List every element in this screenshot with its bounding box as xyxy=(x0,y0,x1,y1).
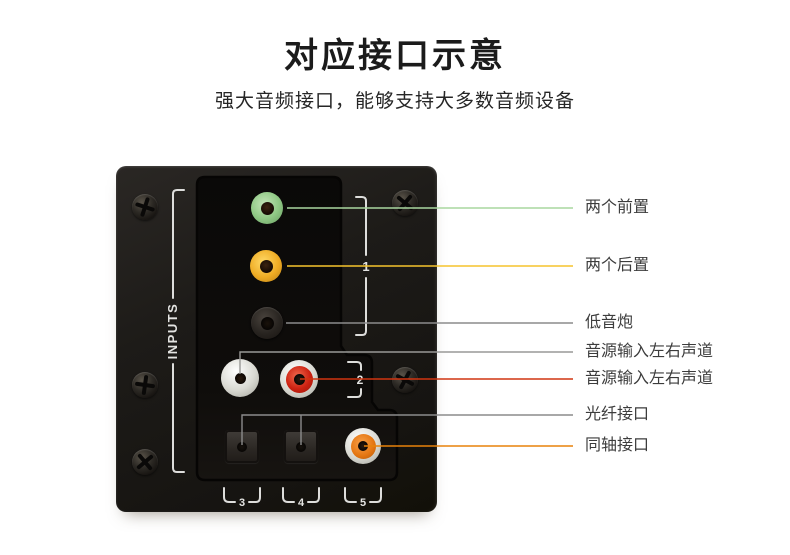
page-title: 对应接口示意 xyxy=(284,37,506,75)
rca-right-red-jack xyxy=(280,360,318,398)
group5-bracket xyxy=(344,487,382,503)
jack-hole xyxy=(260,201,274,215)
label-audio-right: 音源输入左右声道 xyxy=(585,370,714,387)
group2-bracket xyxy=(347,361,362,398)
jack-hole xyxy=(293,373,305,385)
subwoofer-jack xyxy=(251,307,283,339)
label-optical: 光纤接口 xyxy=(585,406,650,423)
screw-icon xyxy=(392,190,418,216)
device-rear-panel xyxy=(116,166,437,512)
group3-bracket xyxy=(223,487,261,503)
rear-speakers-jack xyxy=(250,250,282,282)
leader-optical xyxy=(241,414,573,445)
jack-hole xyxy=(237,441,247,452)
label-audio-left: 音源输入左右声道 xyxy=(585,343,714,360)
label-front: 两个前置 xyxy=(585,199,650,216)
rca-left-white-jack xyxy=(221,359,259,397)
leader-rca-white xyxy=(239,351,573,374)
jack-hole xyxy=(260,316,274,330)
screw-icon xyxy=(132,449,158,475)
jack-ring xyxy=(227,365,254,392)
inputs-label: INPUTS xyxy=(165,303,180,360)
label-coaxial: 同轴接口 xyxy=(585,437,650,454)
jack-hole xyxy=(259,259,273,273)
jack-hole xyxy=(234,372,246,384)
group5-number: 5 xyxy=(360,497,366,509)
group3-number: 3 xyxy=(239,497,245,509)
panel-recess xyxy=(195,175,399,482)
group4-number: 4 xyxy=(298,497,305,509)
label-subwoofer: 低音炮 xyxy=(585,314,634,331)
screw-icon xyxy=(132,372,158,398)
page-subtitle: 强大音频接口，能够支持大多数音频设备 xyxy=(214,91,575,112)
jack-hole xyxy=(296,441,306,452)
inputs-bracket xyxy=(172,189,185,473)
coaxial-jack xyxy=(345,428,381,464)
screw-icon xyxy=(392,367,418,393)
group4-bracket xyxy=(282,487,320,503)
front-speakers-jack xyxy=(251,192,283,224)
group1-bracket xyxy=(355,196,367,336)
screw-icon xyxy=(132,194,158,220)
group2-number: 2 xyxy=(357,373,364,387)
jack-hole xyxy=(358,441,368,451)
label-rear: 两个后置 xyxy=(585,257,650,274)
